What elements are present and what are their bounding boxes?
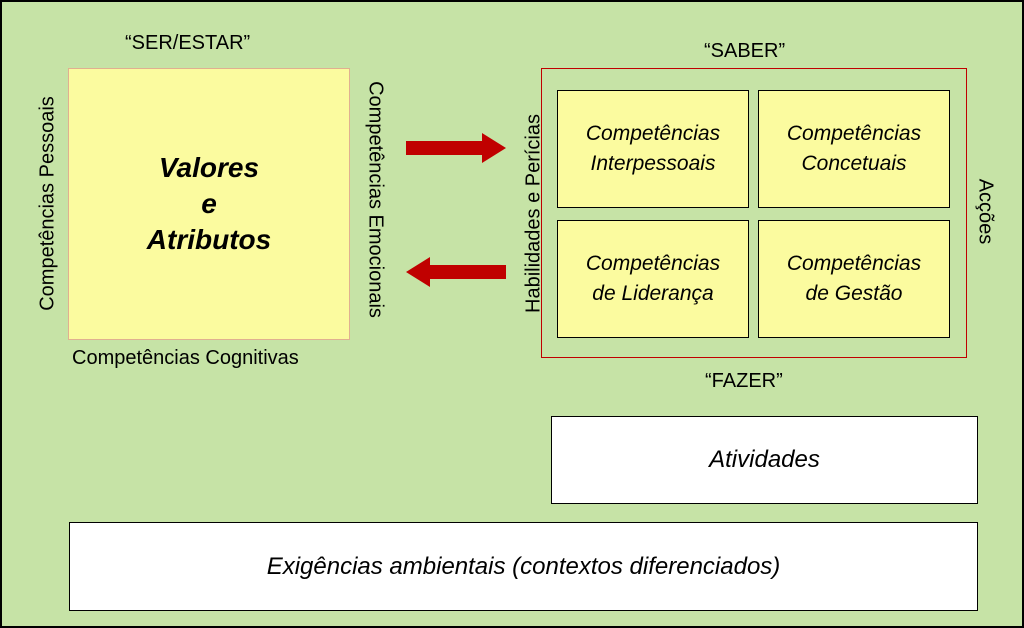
environmental-requirements-box: Exigências ambientais (contextos diferen… [69, 522, 978, 611]
cell-line: Competências [786, 122, 922, 145]
leadership-competencies-box: Competências de Liderança [557, 220, 749, 338]
cell-line: Concetuais [801, 152, 907, 175]
arrow-right-icon [406, 133, 506, 163]
skills-expertise-label: Habilidades e Perícias [522, 114, 545, 313]
personal-competencies-label: Competências Pessoais [36, 96, 59, 311]
emotional-competencies-label: Competências Emocionais [364, 81, 387, 318]
fazer-label: “FAZER” [705, 370, 783, 392]
arrow-left-icon [406, 257, 506, 287]
and-line: e [201, 188, 217, 219]
cell-line: de Liderança [592, 282, 714, 305]
ser-estar-label: “SER/ESTAR” [125, 32, 251, 54]
cell-line: Competências [786, 252, 922, 275]
cognitive-competencies-label: Competências Cognitivas [72, 347, 299, 369]
conceptual-competencies-box: Competências Concetuais [758, 90, 950, 208]
saber-label: “SABER” [704, 40, 786, 62]
actions-label: Acções [974, 178, 997, 245]
cell-line: de Gestão [805, 282, 903, 305]
activities-box: Atividades [551, 416, 978, 504]
cell-line: Competências [585, 252, 721, 275]
interpersonal-competencies-box: Competências Interpessoais [557, 90, 749, 208]
competencies-frame [541, 68, 967, 358]
management-competencies-box: Competências de Gestão [758, 220, 950, 338]
attributes-line: Atributos [146, 224, 272, 255]
cell-line: Interpessoais [590, 152, 716, 175]
values-line: Valores [158, 152, 260, 183]
values-attributes-box: Valores e Atributos [68, 68, 350, 340]
cell-line: Competências [585, 122, 721, 145]
